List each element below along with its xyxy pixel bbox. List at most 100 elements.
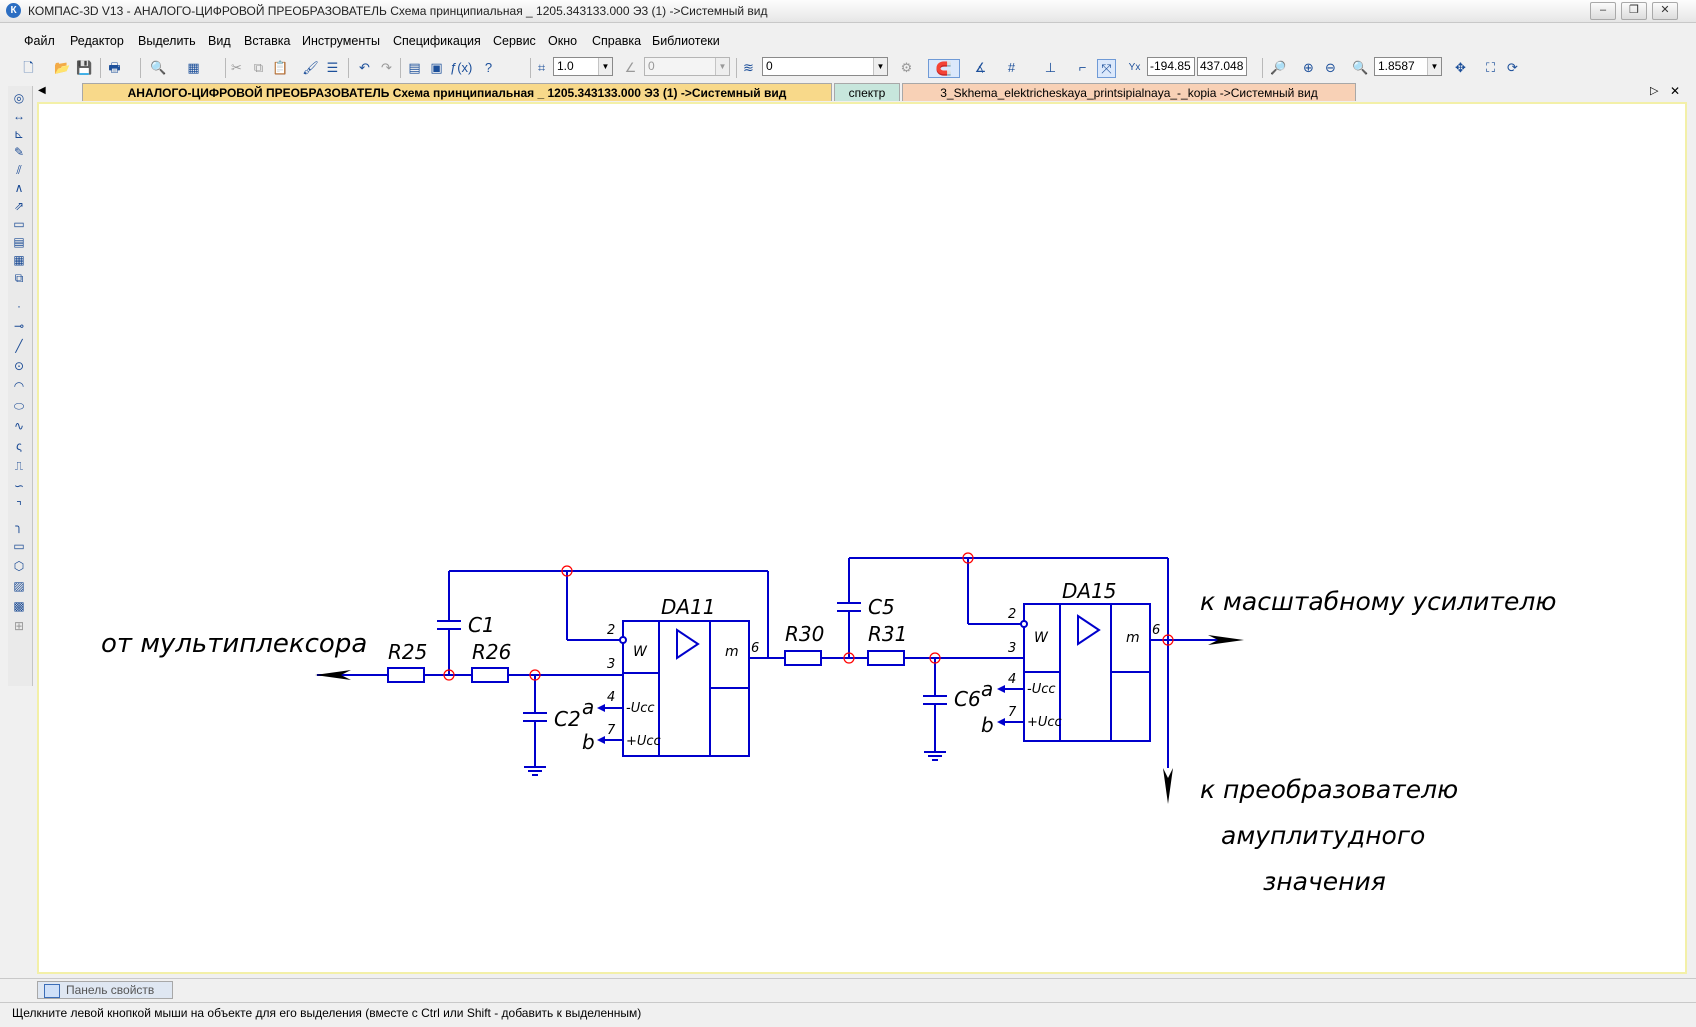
- scale-step-combo[interactable]: 1.0 ▼: [553, 57, 613, 76]
- help-pointer-icon[interactable]: ?: [484, 60, 493, 75]
- tab-spectrum[interactable]: спектр: [834, 83, 900, 101]
- point-icon[interactable]: ·: [17, 299, 21, 313]
- library-manager-icon[interactable]: ▤: [408, 60, 421, 75]
- local-coords-icon[interactable]: ⊥: [1044, 60, 1057, 75]
- circle-icon[interactable]: ⊙: [13, 359, 25, 373]
- close-button[interactable]: ✕: [1652, 2, 1678, 20]
- menu-libraries[interactable]: Библиотеки: [652, 34, 720, 48]
- menu-tools[interactable]: Инструменты: [302, 34, 380, 48]
- angle-step-icon[interactable]: ∠: [624, 60, 637, 75]
- menu-insert[interactable]: Вставка: [244, 34, 291, 48]
- menu-spec[interactable]: Спецификация: [393, 34, 481, 48]
- polyline-icon[interactable]: ⎍: [14, 459, 24, 473]
- new-document-icon[interactable]: 🗋: [23, 60, 34, 75]
- resistor-r31[interactable]: [867, 650, 905, 666]
- measure-icon[interactable]: ∧: [14, 181, 24, 195]
- list-icon[interactable]: ☰: [326, 60, 339, 75]
- menu-view[interactable]: Вид: [208, 34, 231, 48]
- variables-icon[interactable]: ▣: [430, 60, 443, 75]
- local-snap-icon[interactable]: ∡: [974, 60, 987, 75]
- disabled-tool-icon[interactable]: ⚙: [900, 60, 913, 75]
- nurbs-icon[interactable]: ς: [16, 439, 22, 453]
- properties-brush-icon[interactable]: 🖌: [302, 60, 319, 75]
- coord-y-field[interactable]: 437.048: [1197, 57, 1247, 76]
- angle-step-combo[interactable]: 0 ▼: [644, 57, 730, 76]
- print-icon[interactable]: 🖶: [108, 60, 121, 75]
- associative-view-icon[interactable]: ▭: [13, 217, 25, 231]
- menu-editor[interactable]: Редактор: [70, 34, 124, 48]
- bezier-icon[interactable]: ∽: [13, 479, 25, 493]
- tab-adc-schematic[interactable]: АНАЛОГО-ЦИФРОВОЙ ПРЕОБРАЗОВАТЕЛЬ Схема п…: [82, 83, 832, 101]
- select-icon[interactable]: ⇗: [13, 199, 25, 213]
- chevron-down-icon[interactable]: ▼: [873, 58, 887, 75]
- auxiliary-line-icon[interactable]: ⊸: [13, 319, 25, 333]
- snap-step-icon[interactable]: ⌗: [537, 60, 546, 75]
- round-icon[interactable]: ⤧: [1097, 59, 1116, 78]
- chamfer-icon[interactable]: ⌝: [16, 499, 22, 513]
- junction-node[interactable]: [529, 669, 541, 681]
- zoom-in-icon[interactable]: ⊕: [1303, 60, 1314, 75]
- minimize-button[interactable]: –: [1590, 2, 1616, 20]
- chevron-down-icon[interactable]: ▼: [1427, 58, 1441, 75]
- manager-icon[interactable]: ▦: [187, 60, 200, 75]
- junction-node[interactable]: [929, 652, 941, 664]
- fillet-icon[interactable]: ╮: [15, 519, 23, 533]
- junction-node[interactable]: [443, 669, 455, 681]
- parametrization-icon[interactable]: ⫽: [16, 163, 22, 177]
- junction-node[interactable]: [561, 565, 573, 577]
- coord-x-field[interactable]: -194.85: [1147, 57, 1195, 76]
- pan-icon[interactable]: ✥: [1455, 60, 1466, 75]
- menu-file[interactable]: Файл: [24, 34, 55, 48]
- notation-icon[interactable]: ⊾: [13, 127, 25, 141]
- fill-icon[interactable]: ▩: [13, 599, 25, 613]
- properties-panel-tab[interactable]: Панель свойств: [37, 981, 173, 999]
- ellipse-icon[interactable]: ⬭: [13, 399, 25, 413]
- menu-window[interactable]: Окно: [548, 34, 578, 48]
- spline-icon[interactable]: ∿: [13, 419, 25, 433]
- menu-service[interactable]: Сервис: [493, 34, 536, 48]
- chevron-down-icon[interactable]: ▼: [598, 58, 612, 75]
- open-icon[interactable]: 📂: [54, 60, 71, 75]
- chevron-down-icon[interactable]: ▼: [715, 58, 729, 75]
- dimensions-icon[interactable]: ↔: [13, 109, 25, 123]
- redo-icon[interactable]: ↷: [381, 60, 392, 75]
- hatch-icon[interactable]: ▨: [13, 579, 25, 593]
- undo-icon[interactable]: ↶: [359, 60, 370, 75]
- restore-button[interactable]: ❐: [1621, 2, 1647, 20]
- layers-icon[interactable]: ≋: [743, 60, 754, 75]
- zoom-combo[interactable]: 1.8587 ▼: [1374, 57, 1442, 76]
- junction-node[interactable]: [962, 552, 974, 564]
- function-fx-icon[interactable]: ƒ(x): [450, 60, 473, 75]
- layer-combo[interactable]: 0 ▼: [762, 57, 888, 76]
- preview-icon[interactable]: 🔍: [150, 60, 167, 75]
- ortho-icon[interactable]: ⌐: [1078, 60, 1087, 75]
- resistor-r30[interactable]: [784, 650, 822, 666]
- tabs-scroll-right-icon[interactable]: ▷: [1650, 85, 1659, 97]
- resistor-r26[interactable]: [471, 667, 509, 683]
- save-icon[interactable]: 💾: [76, 60, 93, 75]
- refresh-icon[interactable]: ⟳: [1507, 60, 1518, 75]
- magnet-snap-icon[interactable]: 🧲: [928, 59, 960, 78]
- paste-icon[interactable]: 📋: [272, 60, 289, 75]
- zoom-scale-icon[interactable]: 🔍: [1352, 60, 1369, 75]
- junction-node[interactable]: [843, 652, 855, 664]
- polygon-icon[interactable]: ⬡: [13, 559, 25, 573]
- tab-electric-schematic-copy[interactable]: 3_Skhema_elektricheskaya_printsipialnaya…: [902, 83, 1356, 101]
- zoom-window-icon[interactable]: 🔎: [1270, 60, 1287, 75]
- resistor-r25[interactable]: [387, 667, 425, 683]
- show-all-icon[interactable]: ⛶: [1485, 60, 1496, 75]
- insert-fragment-icon[interactable]: ⧉: [14, 271, 24, 285]
- macro-icon[interactable]: ⊞: [13, 619, 25, 633]
- menu-help[interactable]: Справка: [592, 34, 642, 48]
- cut-icon[interactable]: ✂: [231, 60, 242, 75]
- edit-icon[interactable]: ✎: [13, 145, 25, 159]
- rectangle-icon[interactable]: ▭: [13, 539, 25, 553]
- drawing-canvas[interactable]: от мультиплексора к масштабному усилител…: [37, 102, 1687, 974]
- reports-icon[interactable]: ▦: [13, 253, 25, 267]
- tabs-scroll-left-icon[interactable]: ◀: [38, 85, 46, 96]
- junction-node[interactable]: [1162, 634, 1174, 646]
- tabs-close-icon[interactable]: ✕: [1670, 84, 1681, 98]
- grid-icon[interactable]: #: [1007, 60, 1016, 75]
- arc-icon[interactable]: ◠: [13, 379, 25, 393]
- spec-icon[interactable]: ▤: [13, 235, 25, 249]
